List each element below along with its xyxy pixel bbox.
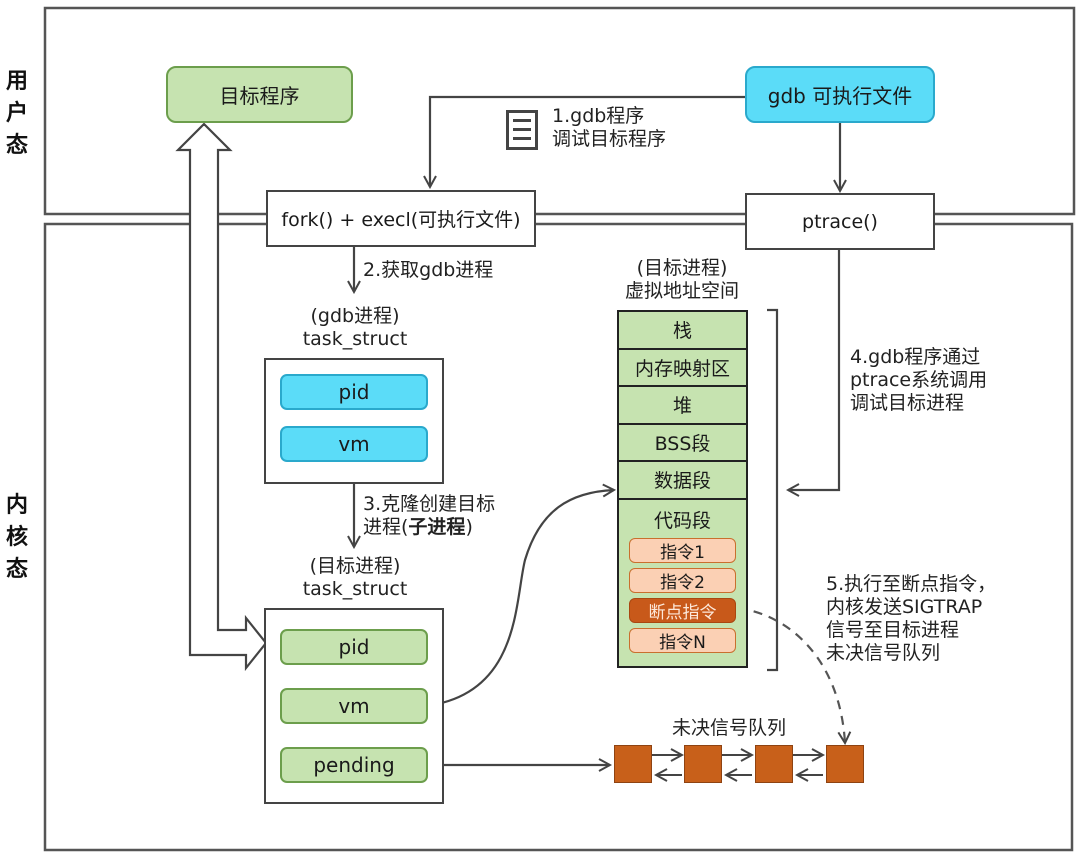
gdb-executable-label: gdb 可执行文件 (767, 84, 913, 108)
gdb-field-vm: vm (280, 426, 428, 462)
instruction-1: 指令1 (629, 537, 736, 563)
step4-line2: ptrace系统调用 (850, 369, 988, 391)
step1-line1: 1.gdb程序 (552, 105, 645, 127)
user-mode-label: 用户态 (5, 69, 28, 158)
step3-label: 3.克隆创建目标 进程(子进程) (363, 493, 495, 539)
queue-node (684, 745, 722, 783)
queue-node (755, 745, 793, 783)
gdb-field-pid: pid (280, 374, 428, 410)
kernel-mode-frame (43, 222, 1074, 852)
step3-line2: 进程(子进程) (363, 516, 473, 538)
pending-queue-label: 未决信号队列 (672, 717, 787, 739)
target-caption-line2: task_struct (302, 578, 408, 600)
gdb-task-struct: pid vm (264, 358, 444, 484)
arrow-step1 (430, 95, 745, 187)
fork-execl-label: fork() + execl(可执行文件) (281, 209, 521, 231)
step5-line1: 5.执行至断点指令， (826, 573, 997, 595)
vas-caption-line2: 虚拟地址空间 (624, 280, 739, 302)
step2-label: 2.获取gdb进程 (363, 259, 494, 281)
queue-node (614, 745, 652, 783)
segment-bss: BSS段 (619, 425, 746, 462)
step3-line1: 3.克隆创建目标 (363, 493, 496, 515)
step5-label: 5.执行至断点指令， 内核发送SIGTRAP 信号至目标进程 未决信号队列 (826, 573, 996, 665)
step4-line1: 4.gdb程序通过 (850, 346, 981, 368)
breakpoint-instruction: 断点指令 (629, 597, 736, 623)
document-lines-icon (506, 110, 538, 150)
target-task-struct-caption: (目标进程) task_struct (296, 555, 414, 601)
gdb-caption-line1: (gdb进程) (310, 305, 400, 327)
vas-caption-line1: (目标进程) (636, 257, 728, 279)
segment-data: 数据段 (619, 462, 746, 500)
queue-node (826, 745, 864, 783)
arrow-vm-to-vas (431, 490, 614, 707)
vas-caption: (目标进程) 虚拟地址空间 (607, 257, 757, 303)
step5-line2: 内核发送SIGTRAP (826, 596, 983, 618)
ptrace-label: ptrace() (802, 210, 878, 233)
kernel-mode-label: 内核态 (5, 493, 28, 582)
virtual-address-space: 栈 内存映射区 堆 BSS段 数据段 代码段 指令1 指令2 断点指令 指令N (617, 310, 748, 668)
segment-heap: 堆 (619, 387, 746, 425)
segment-code: 代码段 指令1 指令2 断点指令 指令N (619, 500, 746, 666)
target-field-pending: pending (280, 747, 428, 783)
target-task-struct: pid vm pending (264, 608, 444, 804)
gdb-executable-node: gdb 可执行文件 (745, 66, 935, 123)
target-field-pid: pid (280, 629, 428, 665)
arrow-step5-dashed (737, 606, 845, 743)
step1-label: 1.gdb程序 调试目标程序 (552, 105, 666, 151)
ptrace-node: ptrace() (745, 193, 935, 250)
target-field-vm: vm (280, 688, 428, 724)
gdb-task-struct-caption: (gdb进程) task_struct (296, 305, 414, 351)
segment-mmap: 内存映射区 (619, 350, 746, 387)
vas-bracket (767, 308, 779, 672)
fork-execl-node: fork() + execl(可执行文件) (266, 190, 536, 247)
gdb-caption-line2: task_struct (302, 328, 408, 350)
target-program-label: 目标程序 (219, 84, 300, 108)
segment-stack: 栈 (619, 312, 746, 350)
instruction-2: 指令2 (629, 567, 736, 593)
step5-line3: 信号至目标进程 (826, 619, 960, 641)
instruction-n: 指令N (629, 627, 736, 653)
hollow-arrow-to-target-program (175, 122, 268, 672)
step4-label: 4.gdb程序通过 ptrace系统调用 调试目标进程 (850, 346, 987, 415)
queue-links (652, 755, 823, 775)
code-segment-title: 代码段 (653, 509, 711, 532)
step1-line2: 调试目标程序 (552, 128, 667, 150)
arrow-step4 (788, 249, 841, 490)
target-caption-line1: (目标进程) (309, 555, 401, 577)
step5-line4: 未决信号队列 (826, 642, 941, 664)
target-program-node: 目标程序 (166, 66, 353, 123)
step4-line3: 调试目标进程 (850, 392, 965, 414)
user-mode-frame (43, 6, 1076, 216)
